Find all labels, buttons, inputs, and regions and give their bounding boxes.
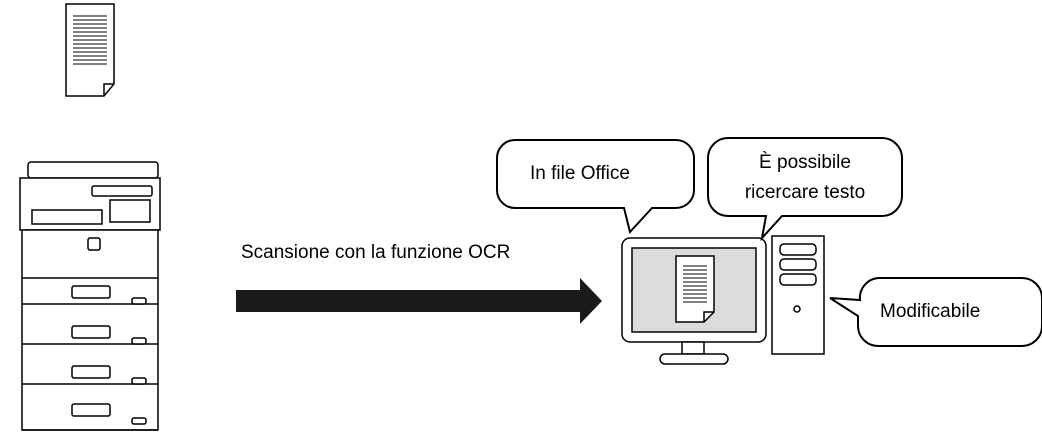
- bubble-edit: [829, 277, 1042, 347]
- arrow-label: Scansione con la funzione OCR: [241, 242, 511, 263]
- bubble-search-label-line2: ricercare testo: [744, 182, 866, 203]
- multifunction-printer-icon: [19, 161, 161, 431]
- bubble-search-label-line1: È possibile: [759, 152, 851, 173]
- monitor-icon: [621, 237, 767, 365]
- computer-tower-icon: [771, 235, 825, 355]
- bubble-search: [707, 137, 903, 242]
- bubble-office-label: In file Office: [530, 163, 630, 184]
- document-icon: [65, 3, 115, 97]
- arrow-right-icon: [236, 278, 602, 324]
- bubble-office: [496, 139, 695, 235]
- bubble-edit-label: Modificabile: [880, 301, 981, 322]
